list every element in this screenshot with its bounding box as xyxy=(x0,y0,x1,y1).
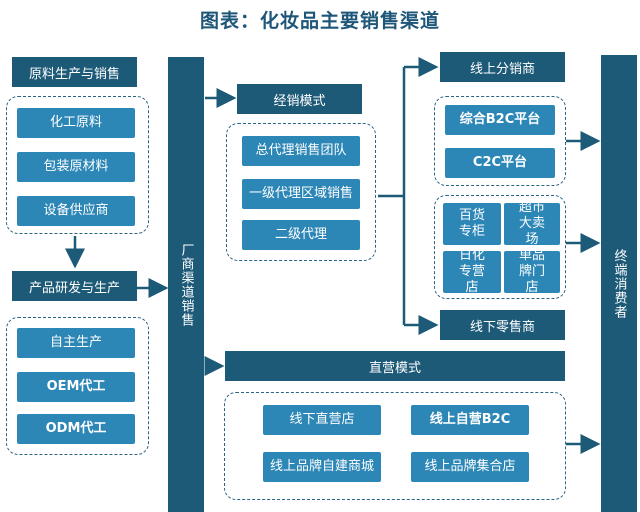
offline-item-department-store: 百货专柜 xyxy=(443,203,501,245)
offline-item-supermarket: 超市大卖场 xyxy=(504,200,560,247)
raw-material-item-chemical: 化工原料 xyxy=(17,108,135,138)
production-item-self: 自主生产 xyxy=(17,328,135,358)
distribution-group xyxy=(226,123,376,261)
production-group xyxy=(6,317,149,455)
end-consumer-bar: 终端消费者 xyxy=(601,55,637,512)
online-item-b2c: 综合B2C平台 xyxy=(445,105,555,135)
offline-item-specialty-store: 日化专营店 xyxy=(443,248,501,295)
page-title: 图表：化妆品主要销售渠道 xyxy=(199,10,440,32)
manufacturer-channel-bar: 厂商渠道销售 xyxy=(168,57,204,512)
direct-item-offline-store: 线下直营店 xyxy=(263,405,381,435)
raw-material-item-equipment: 设备供应商 xyxy=(17,196,135,226)
direct-model-header: 直营模式 xyxy=(225,351,565,381)
distribution-item-level1: 一级代理区域销售 xyxy=(242,179,360,209)
direct-item-online-b2c: 线上自营B2C xyxy=(411,405,529,435)
direct-item-brand-collection: 线上品牌集合店 xyxy=(411,452,529,482)
online-item-c2c: C2C平台 xyxy=(445,148,555,178)
direct-item-brand-mall: 线上品牌自建商城 xyxy=(263,452,381,482)
raw-material-header: 原料生产与销售 xyxy=(12,57,137,87)
production-item-oem: OEM代工 xyxy=(17,372,135,402)
raw-material-item-packaging: 包装原材料 xyxy=(17,152,135,182)
distribution-item-general-agent: 总代理销售团队 xyxy=(242,136,360,166)
raw-material-group xyxy=(6,96,149,234)
online-distributor-group xyxy=(434,96,566,186)
distribution-item-level2: 二级代理 xyxy=(242,220,360,250)
offline-retailer-header: 线下零售商 xyxy=(440,310,565,340)
distribution-header: 经销模式 xyxy=(237,84,362,114)
direct-model-group xyxy=(224,392,566,500)
online-distributor-header: 线上分销商 xyxy=(440,52,565,82)
production-header: 产品研发与生产 xyxy=(12,271,137,301)
offline-item-brand-store: 单品牌门店 xyxy=(504,248,560,295)
production-item-odm: ODM代工 xyxy=(17,414,135,444)
offline-retailer-group xyxy=(434,195,566,299)
